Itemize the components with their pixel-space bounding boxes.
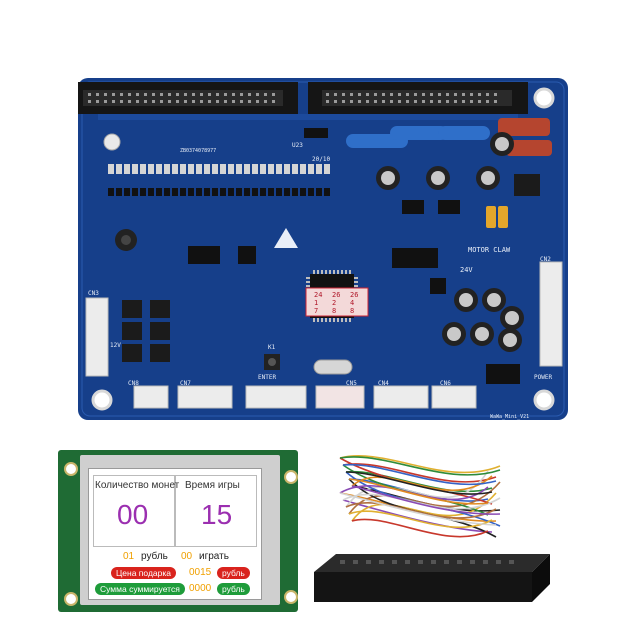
sticker-digit: 26: [350, 291, 358, 299]
wiring-harness-bundle: [339, 455, 501, 538]
lcd-mount-hole: [284, 590, 298, 604]
part-number-label: ZB0374078977: [180, 148, 217, 154]
sticker-digit: 2: [332, 299, 336, 307]
sum-value: 0000: [189, 583, 212, 594]
prize-price-label: Цена подарка: [111, 567, 176, 579]
prize-price-unit: рубль: [217, 567, 250, 579]
coin-count-panel: [93, 475, 175, 547]
cn4-label: CN4: [378, 380, 389, 387]
sticker-digit: 4: [350, 299, 354, 307]
cn6-label: CN6: [440, 380, 451, 387]
black-connector-housing: [314, 554, 550, 602]
cn8-label: CN8: [128, 380, 139, 387]
sticker-digit: 7: [314, 307, 318, 315]
board-version-label: WaWa_Mini_V21: [490, 414, 530, 420]
sticker-digit: 8: [350, 307, 354, 315]
lcd-mount-hole: [284, 470, 298, 484]
coin-count-title: Количество монет: [95, 480, 180, 491]
game-time-panel: [175, 475, 257, 547]
enter-label: ENTER: [258, 374, 277, 381]
sticker-digit: 1: [314, 299, 318, 307]
u23-label: U23: [292, 142, 303, 149]
cn7-label: CN7: [180, 380, 191, 387]
coin-count-value: 00: [117, 499, 149, 530]
k1-label: K1: [268, 344, 276, 351]
sum-unit: рубль: [217, 583, 250, 595]
lcd-mount-hole: [64, 592, 78, 606]
motor-claw-label: MOTOR CLAW: [468, 246, 511, 254]
rate-digits: 01: [123, 551, 135, 562]
cn2-label: CN2: [540, 256, 551, 263]
lcd-mount-hole: [64, 462, 78, 476]
plays-digits: 00: [181, 551, 193, 562]
game-time-title: Время игры: [185, 480, 240, 491]
24v-label: 24V: [460, 266, 473, 274]
sum-label: Сумма суммируется: [95, 583, 185, 595]
game-time-value: 15: [201, 499, 233, 530]
plays-unit: играть: [199, 551, 229, 562]
sticker-digit: 24: [314, 291, 322, 299]
cn3-label: CN3: [88, 290, 99, 297]
sticker-digit: 8: [332, 307, 336, 315]
ratio-label: 20/10: [312, 156, 331, 163]
sticker-digit: 26: [332, 291, 340, 299]
prize-price-value: 0015: [189, 567, 212, 578]
lcd-screen: Количество монет Время игры 00 15 01 руб…: [88, 468, 262, 600]
12v-label: 12V: [110, 342, 121, 349]
power-label: POWER: [534, 374, 553, 381]
cn5-label: CN5: [346, 380, 357, 387]
rate-unit: рубль: [141, 551, 168, 562]
